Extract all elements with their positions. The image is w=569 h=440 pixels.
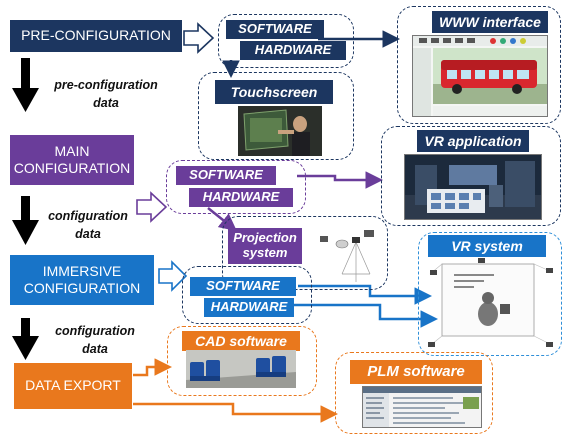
tag-vr-system: VR system (428, 235, 546, 257)
group-www-interface (397, 6, 561, 124)
group-vr-system (418, 232, 562, 356)
tag-www-interface: WWW interface (432, 11, 548, 33)
arrow-to-plm (133, 402, 338, 423)
tag-pre-hardware: HARDWARE (240, 41, 346, 60)
tag-vr-application: VR application (417, 130, 529, 152)
group-immersive-sw-hw (182, 266, 312, 324)
group-plm-software (335, 352, 493, 434)
www-interface-screenshot (412, 35, 548, 117)
group-cad-software (167, 326, 317, 396)
stage-pre-configuration: PRE-CONFIGURATION (10, 20, 182, 52)
stage-data-export: DATA EXPORT (14, 363, 132, 409)
flow-arrow-2 (12, 196, 39, 245)
vr-system-illustration (428, 258, 556, 350)
arrow-to-vr-application (297, 171, 383, 189)
tag-touchscreen: Touchscreen (215, 80, 333, 104)
arrow-to-cad (133, 358, 172, 377)
vr-application-screenshot (404, 154, 542, 220)
stage-main-configuration: MAIN CONFIGURATION (10, 135, 134, 185)
touchscreen-photo (238, 106, 322, 156)
tag-pre-software: SOFTWARE (226, 20, 324, 39)
flow-label-configuration-1: configuration data (48, 209, 128, 242)
cad-software-render (186, 350, 296, 388)
flow-label-configuration-2: configuration data (55, 324, 135, 357)
flow-arrow-3 (12, 318, 39, 360)
plm-software-screenshot (362, 386, 482, 428)
hollow-arrow-pre (183, 22, 215, 54)
group-vr-application (381, 126, 561, 226)
tag-plm-software: PLM software (350, 360, 482, 384)
tag-immersive-hardware: HARDWARE (204, 298, 294, 317)
flow-label-pre-configuration: pre-configuration data (54, 78, 158, 111)
tag-projection-system: Projection system (228, 228, 302, 264)
tag-main-software: SOFTWARE (176, 166, 276, 185)
stage-pre-configuration-label: PRE-CONFIGURATION (21, 27, 171, 44)
tag-immersive-software: SOFTWARE (190, 277, 296, 296)
group-main-sw-hw (166, 160, 306, 214)
group-projection-system (222, 216, 388, 290)
arrow-to-vr-system-2 (294, 303, 438, 328)
flow-arrow-1 (12, 58, 39, 112)
hollow-arrow-main (136, 191, 168, 223)
group-pre-sw-hw (218, 14, 354, 68)
group-touchscreen (198, 72, 354, 160)
tag-cad-software: CAD software (182, 331, 300, 351)
projection-system-illustration (312, 222, 384, 288)
stage-immersive-configuration: IMMERSIVE CONFIGURATION (10, 255, 154, 305)
tag-main-hardware: HARDWARE (189, 188, 293, 207)
